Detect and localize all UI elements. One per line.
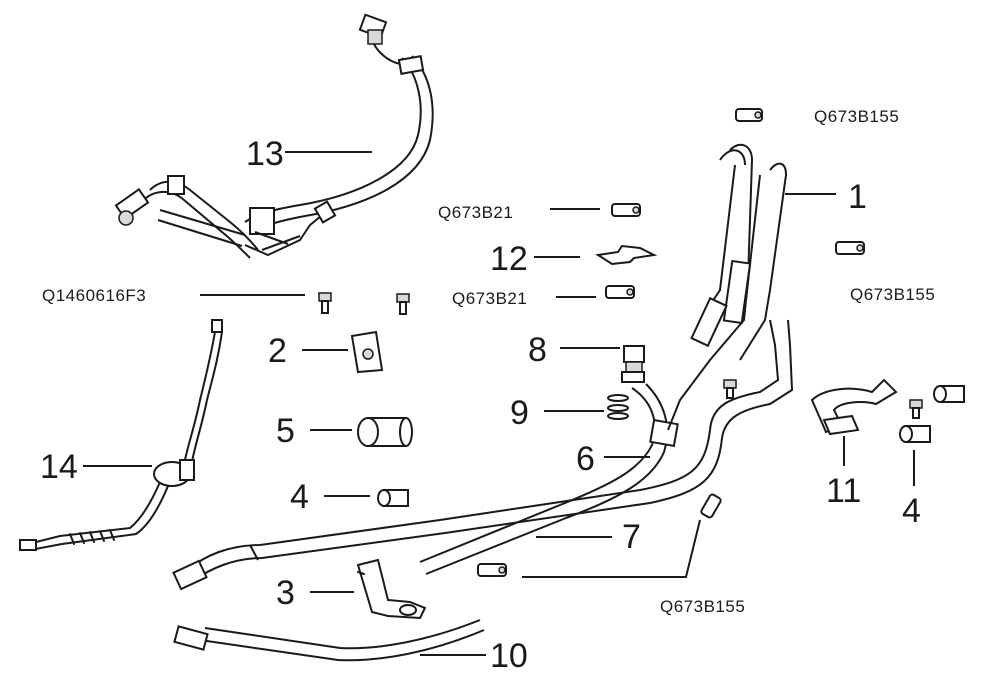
callout-2: 2 bbox=[268, 332, 287, 370]
callout-4-left: 4 bbox=[290, 478, 309, 516]
part-3-bracket bbox=[356, 558, 427, 620]
clamp-q673b155-right bbox=[835, 241, 865, 255]
part-5-sleeve bbox=[357, 417, 413, 447]
callout-12: 12 bbox=[490, 240, 528, 278]
part-8-fitting bbox=[621, 345, 645, 383]
part-7-hose bbox=[172, 319, 794, 591]
callout-13: 13 bbox=[246, 135, 284, 173]
part-11-bracket bbox=[810, 378, 898, 436]
part-4-sleeve-right bbox=[899, 385, 965, 443]
part-2-bracket bbox=[350, 330, 384, 374]
part-12-clip bbox=[595, 244, 658, 266]
code-q673b155-right: Q673B155 bbox=[850, 285, 935, 304]
part-14-cable bbox=[19, 319, 223, 551]
part-13-hose-assembly bbox=[114, 13, 434, 259]
code-q673b21-b: Q673B21 bbox=[452, 289, 527, 308]
callout-6: 6 bbox=[576, 440, 595, 478]
part-6-hose bbox=[419, 383, 679, 575]
part-10-hose bbox=[173, 619, 485, 662]
bolt-small bbox=[723, 379, 923, 419]
part-9-o-rings bbox=[607, 394, 629, 420]
part-1-hoses bbox=[667, 143, 788, 431]
code-q673b21-a: Q673B21 bbox=[438, 203, 513, 222]
clamp-q673b155-bottom bbox=[477, 493, 722, 577]
bolt-q1460616f3-pair bbox=[318, 292, 410, 315]
callout-4-right: 4 bbox=[902, 492, 921, 530]
clamp-q673b21-a bbox=[611, 203, 641, 217]
callout-7: 7 bbox=[622, 518, 641, 556]
callout-1: 1 bbox=[848, 178, 867, 216]
callout-14: 14 bbox=[40, 448, 78, 486]
code-q673b155-top: Q673B155 bbox=[814, 107, 899, 126]
callout-11: 11 bbox=[826, 472, 861, 510]
callout-3: 3 bbox=[276, 574, 295, 612]
code-q673b155-bottom: Q673B155 bbox=[660, 597, 745, 616]
callout-8: 8 bbox=[528, 331, 547, 369]
code-q1460616f3: Q1460616F3 bbox=[42, 286, 146, 305]
callout-5: 5 bbox=[276, 412, 295, 450]
clamp-q673b21-b bbox=[605, 285, 635, 299]
callout-9: 9 bbox=[510, 394, 529, 432]
callout-10: 10 bbox=[490, 637, 528, 675]
clamp-q673b155-top bbox=[735, 108, 763, 122]
part-4-sleeve-left bbox=[377, 489, 409, 507]
